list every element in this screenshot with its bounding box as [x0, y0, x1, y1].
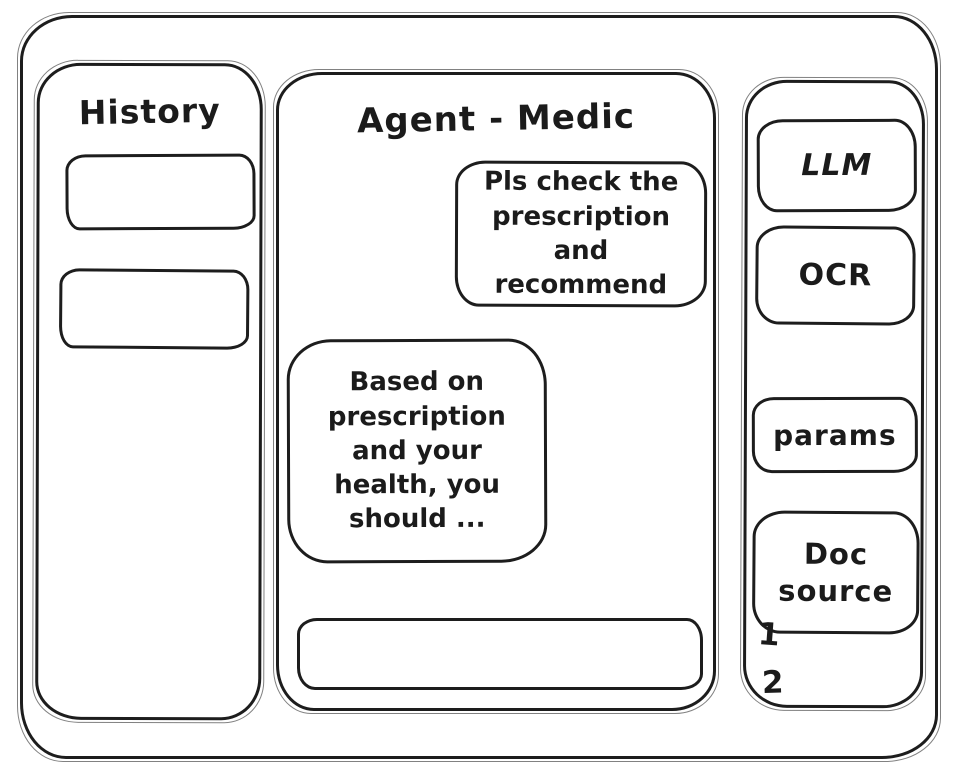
llm-button[interactable]: LLM [756, 118, 917, 213]
chat-panel: Agent - Medic Pls check the prescription… [273, 69, 719, 714]
chat-title: Agent - Medic [356, 96, 636, 142]
tools-panel: LLM OCR params Doc source 1 2 [742, 79, 926, 709]
history-item[interactable] [65, 153, 256, 231]
user-message-bubble: Pls check the prescription and recommend [454, 160, 708, 308]
doc-source-button[interactable]: Doc source [751, 510, 920, 635]
doc-source-item-2[interactable]: 2 [761, 664, 785, 702]
assistant-message-bubble: Based on prescription and your health, y… [286, 338, 548, 564]
ocr-button[interactable]: OCR [754, 225, 916, 326]
doc-source-item-1[interactable]: 1 [756, 616, 782, 654]
history-panel: History [35, 62, 263, 721]
history-item[interactable] [58, 268, 250, 350]
chat-input[interactable] [297, 618, 703, 690]
history-title: History [78, 90, 221, 133]
params-button[interactable]: params [751, 396, 918, 474]
